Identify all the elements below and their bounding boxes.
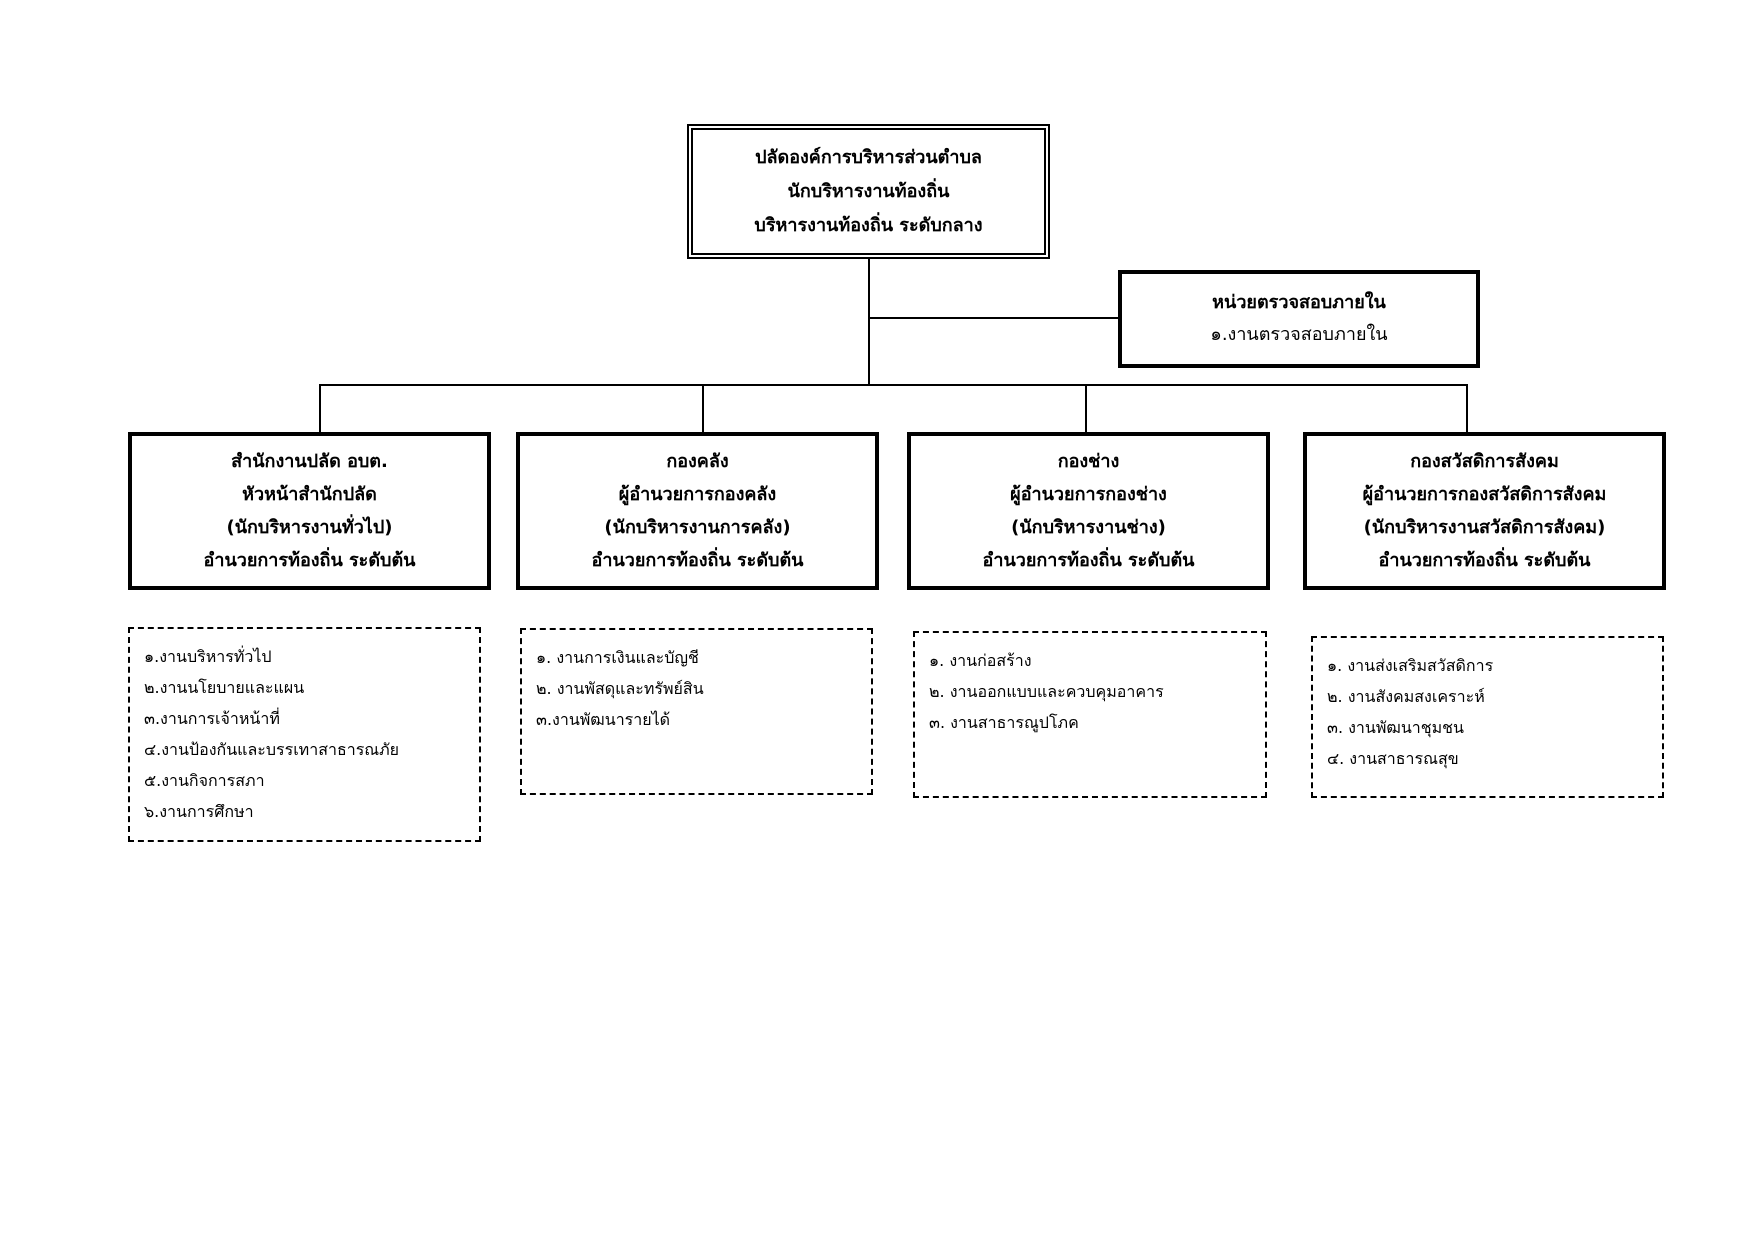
dept-box-office: สำนักงานปลัด อบต. หัวหน้าสำนักปลัด (นักบ… — [128, 432, 491, 590]
task-item: ๔. งานสาธารณสุข — [1327, 749, 1459, 768]
chief-administrator-box: ปลัดองค์การบริหารส่วนตำบล นักบริหารงานท้… — [687, 124, 1050, 259]
dept-box-engineering: กองช่าง ผู้อำนวยการกองช่าง (นักบริหารงาน… — [907, 432, 1270, 590]
dept-position: (นักบริหารงานสวัสดิการสังคม) — [1363, 517, 1606, 538]
connector-dept-2 — [702, 384, 704, 432]
task-item: ๔.งานป้องกันและบรรเทาสาธารณภัย — [144, 740, 400, 759]
dept-name: กองช่าง — [1057, 451, 1120, 472]
dept-level: อำนวยการท้องถิ่น ระดับต้น — [591, 550, 804, 571]
connector-dept-3 — [1085, 384, 1087, 432]
connector-audit-horizontal — [868, 317, 1118, 319]
task-item: ๑. งานการเงินและบัญชี — [536, 648, 699, 667]
dept-position: (นักบริหารงานช่าง) — [1011, 517, 1166, 538]
audit-item: ๑.งานตรวจสอบภายใน — [1210, 324, 1388, 345]
connector-departments-horizontal — [319, 384, 1467, 386]
dept-position: (นักบริหารงานทั่วไป) — [226, 517, 393, 538]
internal-audit-box: หน่วยตรวจสอบภายใน ๑.งานตรวจสอบภายใน — [1118, 270, 1480, 368]
task-item: ๒. งานพัสดุและทรัพย์สิน — [536, 679, 704, 698]
task-item: ๓.งานพัฒนารายได้ — [536, 710, 671, 729]
task-item: ๓. งานพัฒนาชุมชน — [1327, 718, 1464, 737]
task-item: ๖.งานการศึกษา — [144, 802, 254, 821]
dept-name: กองคลัง — [666, 451, 729, 472]
connector-top-vertical — [868, 259, 870, 386]
chief-title: ปลัดองค์การบริหารส่วนตำบล — [755, 146, 982, 168]
dept-name: กองสวัสดิการสังคม — [1410, 451, 1559, 472]
connector-dept-4 — [1466, 384, 1468, 432]
chief-level: บริหารงานท้องถิ่น ระดับกลาง — [754, 214, 983, 236]
chief-position: นักบริหารงานท้องถิ่น — [787, 180, 950, 202]
dept-name: สำนักงานปลัด อบต. — [231, 451, 388, 472]
task-item: ๒. งานออกแบบและควบคุมอาคาร — [929, 682, 1164, 701]
task-list-finance: ๑. งานการเงินและบัญชี ๒. งานพัสดุและทรัพ… — [520, 628, 873, 795]
task-item: ๓.งานการเจ้าหน้าที่ — [144, 709, 280, 728]
dept-box-finance: กองคลัง ผู้อำนวยการกองคลัง (นักบริหารงาน… — [516, 432, 879, 590]
dept-head: หัวหน้าสำนักปลัด — [242, 484, 377, 505]
task-item: ๑. งานส่งเสริมสวัสดิการ — [1327, 656, 1494, 675]
task-list-engineering: ๑. งานก่อสร้าง ๒. งานออกแบบและควบคุมอาคา… — [913, 631, 1267, 798]
dept-box-social-welfare: กองสวัสดิการสังคม ผู้อำนวยการกองสวัสดิกา… — [1303, 432, 1666, 590]
dept-head: ผู้อำนวยการกองช่าง — [1010, 484, 1167, 505]
dept-level: อำนวยการท้องถิ่น ระดับต้น — [982, 550, 1195, 571]
connector-dept-1 — [319, 384, 321, 432]
dept-level: อำนวยการท้องถิ่น ระดับต้น — [1378, 550, 1591, 571]
dept-position: (นักบริหารงานการคลัง) — [604, 517, 791, 538]
dept-head: ผู้อำนวยการกองคลัง — [618, 484, 777, 505]
task-item: ๑.งานบริหารทั่วไป — [144, 647, 272, 666]
dept-head: ผู้อำนวยการกองสวัสดิการสังคม — [1362, 484, 1607, 505]
task-item: ๒. งานสังคมสงเคราะห์ — [1327, 687, 1485, 706]
task-list-office: ๑.งานบริหารทั่วไป ๒.งานนโยบายและแผน ๓.งา… — [128, 627, 481, 842]
task-item: ๑. งานก่อสร้าง — [929, 651, 1032, 670]
audit-title: หน่วยตรวจสอบภายใน — [1212, 292, 1386, 313]
task-list-social-welfare: ๑. งานส่งเสริมสวัสดิการ ๒. งานสังคมสงเคร… — [1311, 636, 1664, 798]
task-item: ๕.งานกิจการสภา — [144, 771, 265, 790]
task-item: ๓. งานสาธารณูปโภค — [929, 713, 1079, 732]
task-item: ๒.งานนโยบายและแผน — [144, 678, 305, 697]
dept-level: อำนวยการท้องถิ่น ระดับต้น — [203, 550, 416, 571]
